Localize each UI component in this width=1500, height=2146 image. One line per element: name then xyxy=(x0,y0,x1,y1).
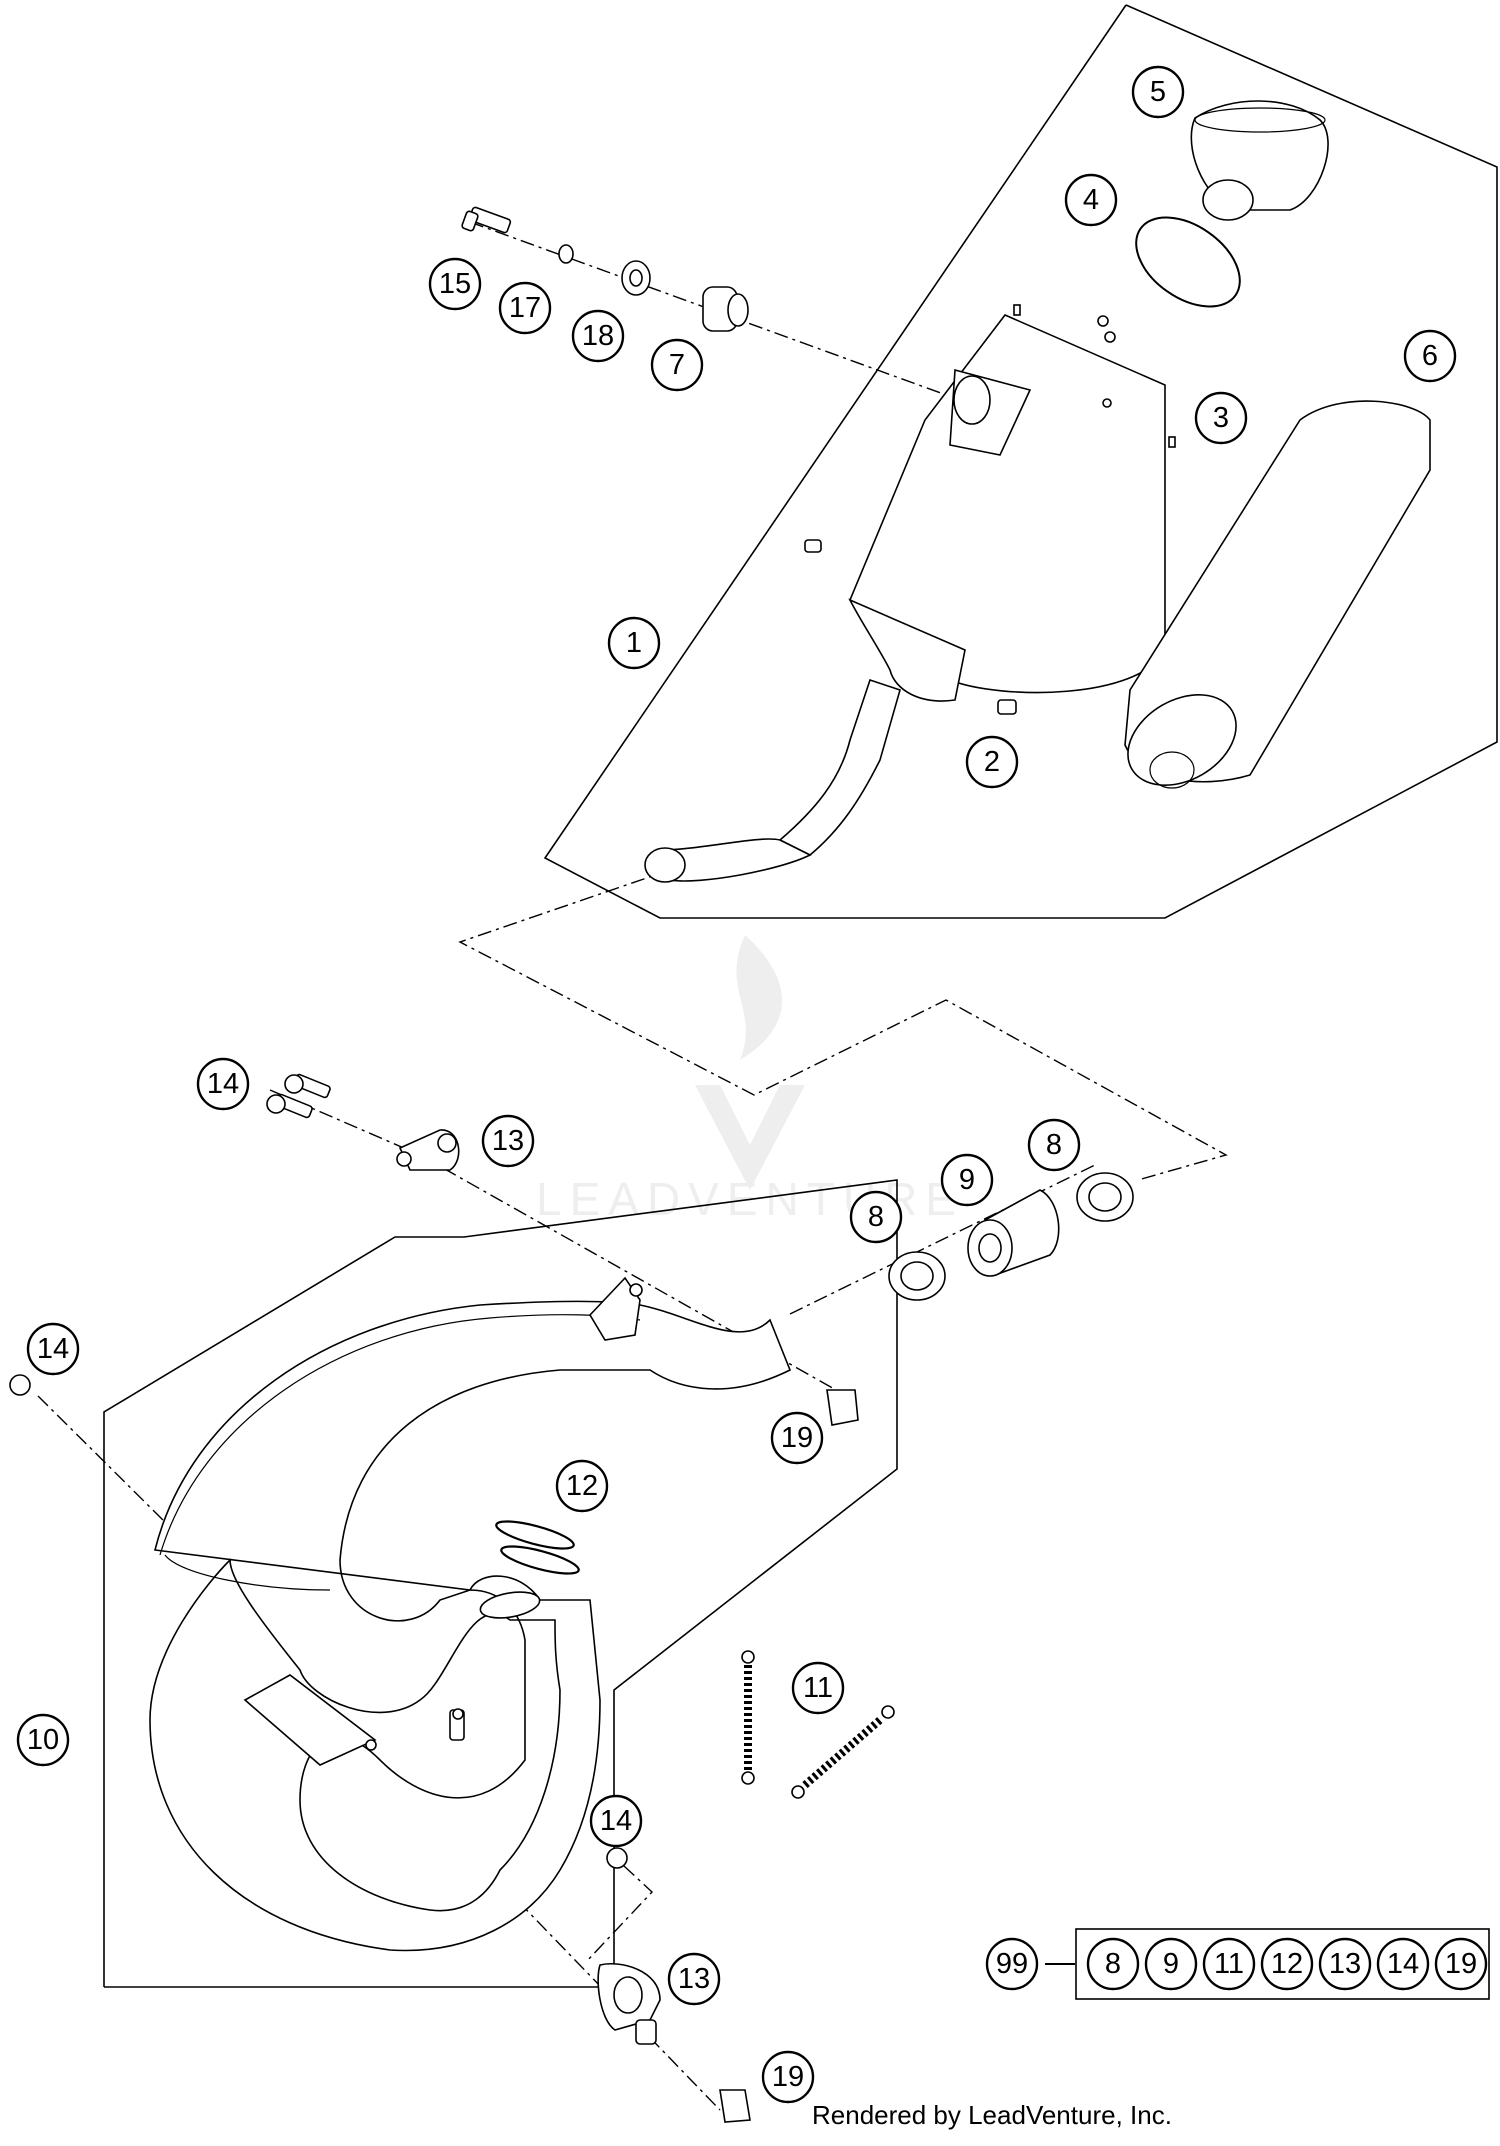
gasket-8-left xyxy=(888,1251,946,1301)
rendered-by-footer: Rendered by LeadVenture, Inc. xyxy=(812,2100,1172,2130)
callout-part-2[interactable]: 2 xyxy=(965,735,1019,789)
leadventure-watermark: LEADVENTURE xyxy=(536,935,956,1225)
callout-part-17[interactable]: 17 xyxy=(498,281,552,335)
callout-part-15[interactable]: 15 xyxy=(428,257,482,311)
callout-part-14[interactable]: 14 xyxy=(196,1057,250,1111)
callout-label: 19 xyxy=(1445,1948,1477,1980)
callout-label: 19 xyxy=(781,1422,813,1454)
nut-19-upper xyxy=(826,1389,859,1426)
callout-part-10[interactable]: 10 xyxy=(16,1713,70,1767)
callout-label: 2 xyxy=(984,746,1000,778)
header-pipe-10 xyxy=(149,1276,792,1952)
callout-part-14[interactable]: 14 xyxy=(589,1794,643,1848)
kit-99-box xyxy=(1045,1928,1490,2000)
callout-part-12[interactable]: 12 xyxy=(555,1459,609,1513)
callout-label: 14 xyxy=(600,1805,632,1837)
outer-sleeve-6 xyxy=(1124,400,1431,789)
callout-part-8[interactable]: 8 xyxy=(849,1190,903,1244)
callout-part-6[interactable]: 6 xyxy=(1403,329,1457,383)
callout-part-19[interactable]: 19 xyxy=(761,2050,815,2104)
washer-18 xyxy=(621,260,651,296)
callout-label: 1 xyxy=(626,627,642,659)
callout-label: 13 xyxy=(1329,1948,1361,1980)
bracket-13-upper xyxy=(396,1129,460,1171)
callout-part-11[interactable]: 11 xyxy=(791,1661,845,1715)
callout-label: 13 xyxy=(492,1125,524,1157)
callout-label: 4 xyxy=(1083,184,1099,216)
gasket-8-right xyxy=(1076,1172,1134,1222)
callout-kit-99[interactable]: 99 xyxy=(985,1937,1039,1991)
kit-item-19[interactable]: 19 xyxy=(1434,1937,1488,1991)
o-rings-12 xyxy=(495,1520,580,1575)
callout-label: 13 xyxy=(678,1963,710,1995)
callout-label: 99 xyxy=(996,1948,1028,1980)
callout-part-3[interactable]: 3 xyxy=(1194,391,1248,445)
callout-part-1[interactable]: 1 xyxy=(607,616,661,670)
callout-label: 18 xyxy=(582,320,614,352)
callout-part-13[interactable]: 13 xyxy=(481,1114,535,1168)
callout-part-4[interactable]: 4 xyxy=(1064,173,1118,227)
callout-label: 7 xyxy=(669,349,685,381)
callout-label: 10 xyxy=(27,1724,59,1756)
callout-part-13[interactable]: 13 xyxy=(667,1952,721,2006)
bolt-14-left xyxy=(9,1374,31,1396)
callout-part-8[interactable]: 8 xyxy=(1027,1118,1081,1172)
kit-item-11[interactable]: 11 xyxy=(1202,1937,1256,1991)
kit-item-14[interactable]: 14 xyxy=(1376,1937,1430,1991)
callout-label: 8 xyxy=(1046,1129,1062,1161)
callout-label: 17 xyxy=(509,292,541,324)
callout-label: 11 xyxy=(1214,1948,1244,1980)
kit-item-13[interactable]: 13 xyxy=(1318,1937,1372,1991)
end-cap-5 xyxy=(1190,100,1329,221)
springs-11 xyxy=(741,1650,895,1799)
sleeve-9 xyxy=(967,1189,1060,1277)
silencer-body-1 xyxy=(644,304,1176,883)
nut-19-lower xyxy=(719,2089,751,2123)
kit-callout-layer: 99 8 9 11 12 13 14 19 xyxy=(985,1937,1488,1991)
kit-item-9[interactable]: 9 xyxy=(1144,1937,1198,1991)
callout-part-9[interactable]: 9 xyxy=(940,1153,994,1207)
callout-label: 8 xyxy=(868,1201,884,1233)
callout-label: 6 xyxy=(1422,340,1438,372)
header-pipe-group-frame xyxy=(103,1179,898,1988)
callout-label: 12 xyxy=(1271,1948,1303,1980)
bolt-15 xyxy=(461,206,512,234)
callout-part-5[interactable]: 5 xyxy=(1131,65,1185,119)
silencer-group-frame xyxy=(543,4,1498,919)
kit-item-12[interactable]: 12 xyxy=(1260,1937,1314,1991)
callout-label: 9 xyxy=(1163,1948,1179,1980)
joint-gasket-dashline xyxy=(789,1164,1096,1315)
callout-label: 14 xyxy=(37,1333,69,1365)
callout-label: 15 xyxy=(439,268,471,300)
o-ring-4 xyxy=(1135,216,1241,308)
silencer-to-joint-dashline xyxy=(458,869,1228,1181)
callout-label: 9 xyxy=(959,1164,975,1196)
bolts-14-upper xyxy=(266,1073,331,1119)
left-bolt-dashline xyxy=(37,1395,164,1521)
callout-label: 19 xyxy=(772,2061,804,2093)
bracket-13-lower xyxy=(597,1963,661,2045)
callout-label: 8 xyxy=(1105,1948,1121,1980)
bolt-14-lower xyxy=(606,1847,628,1869)
callout-label: 12 xyxy=(566,1470,598,1502)
callout-part-19[interactable]: 19 xyxy=(770,1411,824,1465)
lock-washer-17 xyxy=(558,244,574,264)
callout-part-18[interactable]: 18 xyxy=(571,309,625,363)
callout-label: 3 xyxy=(1213,402,1229,434)
grommet-7 xyxy=(702,286,749,332)
silencer-bolt-dashline xyxy=(469,221,961,401)
callout-label: 14 xyxy=(1387,1948,1419,1980)
callout-part-14[interactable]: 14 xyxy=(26,1322,80,1376)
lower-bolt-dashline xyxy=(585,1865,653,1963)
callout-label: 11 xyxy=(803,1672,833,1704)
callout-label: 14 xyxy=(207,1068,239,1100)
callout-part-7[interactable]: 7 xyxy=(650,338,704,392)
kit-item-8[interactable]: 8 xyxy=(1086,1937,1140,1991)
callout-label: 5 xyxy=(1150,76,1166,108)
